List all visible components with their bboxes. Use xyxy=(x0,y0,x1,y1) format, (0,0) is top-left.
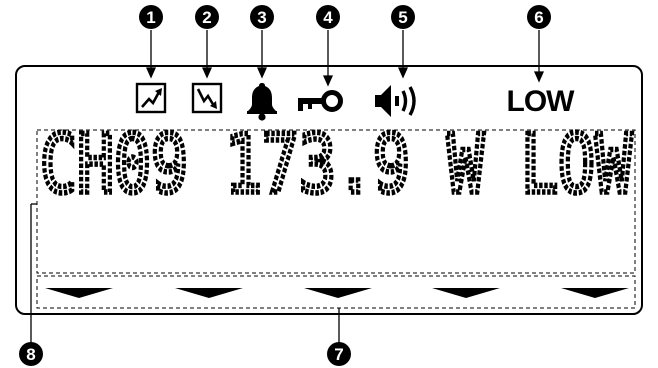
bell-icon xyxy=(247,83,277,121)
dot-matrix-area xyxy=(36,129,636,274)
leader-lines xyxy=(30,30,545,344)
svg-text:2: 2 xyxy=(202,8,211,27)
callout-8: 8 xyxy=(19,342,43,366)
svg-text:7: 7 xyxy=(334,345,343,364)
triangle-down-icon xyxy=(432,288,500,298)
callout-4: 4 xyxy=(316,5,340,29)
tx-up-icon xyxy=(135,82,167,114)
callout-6: 6 xyxy=(527,5,551,29)
matrix-line-1: CH09 173.9 W LOW xyxy=(40,118,633,211)
triangle-down-icon xyxy=(45,288,113,298)
svg-text:5: 5 xyxy=(398,8,407,27)
callout-5: 5 xyxy=(391,5,415,29)
callout-7: 7 xyxy=(327,342,351,366)
softkey-arrows xyxy=(45,288,629,298)
svg-text:8: 8 xyxy=(26,345,35,364)
speaker-icon xyxy=(375,85,416,117)
svg-text:6: 6 xyxy=(534,8,543,27)
triangle-down-icon xyxy=(175,288,243,298)
callout-1: 1 xyxy=(139,5,163,29)
triangle-down-icon xyxy=(304,288,372,298)
callout-3: 3 xyxy=(250,5,274,29)
low-indicator: LOW xyxy=(507,85,576,118)
tx-down-icon xyxy=(191,82,223,114)
triangle-down-icon xyxy=(561,288,629,298)
key-icon xyxy=(298,90,343,112)
svg-text:1: 1 xyxy=(146,8,155,27)
svg-text:4: 4 xyxy=(323,8,333,27)
callout-2: 2 xyxy=(195,5,219,29)
lcd-frame xyxy=(15,65,643,315)
svg-text:3: 3 xyxy=(257,8,266,27)
